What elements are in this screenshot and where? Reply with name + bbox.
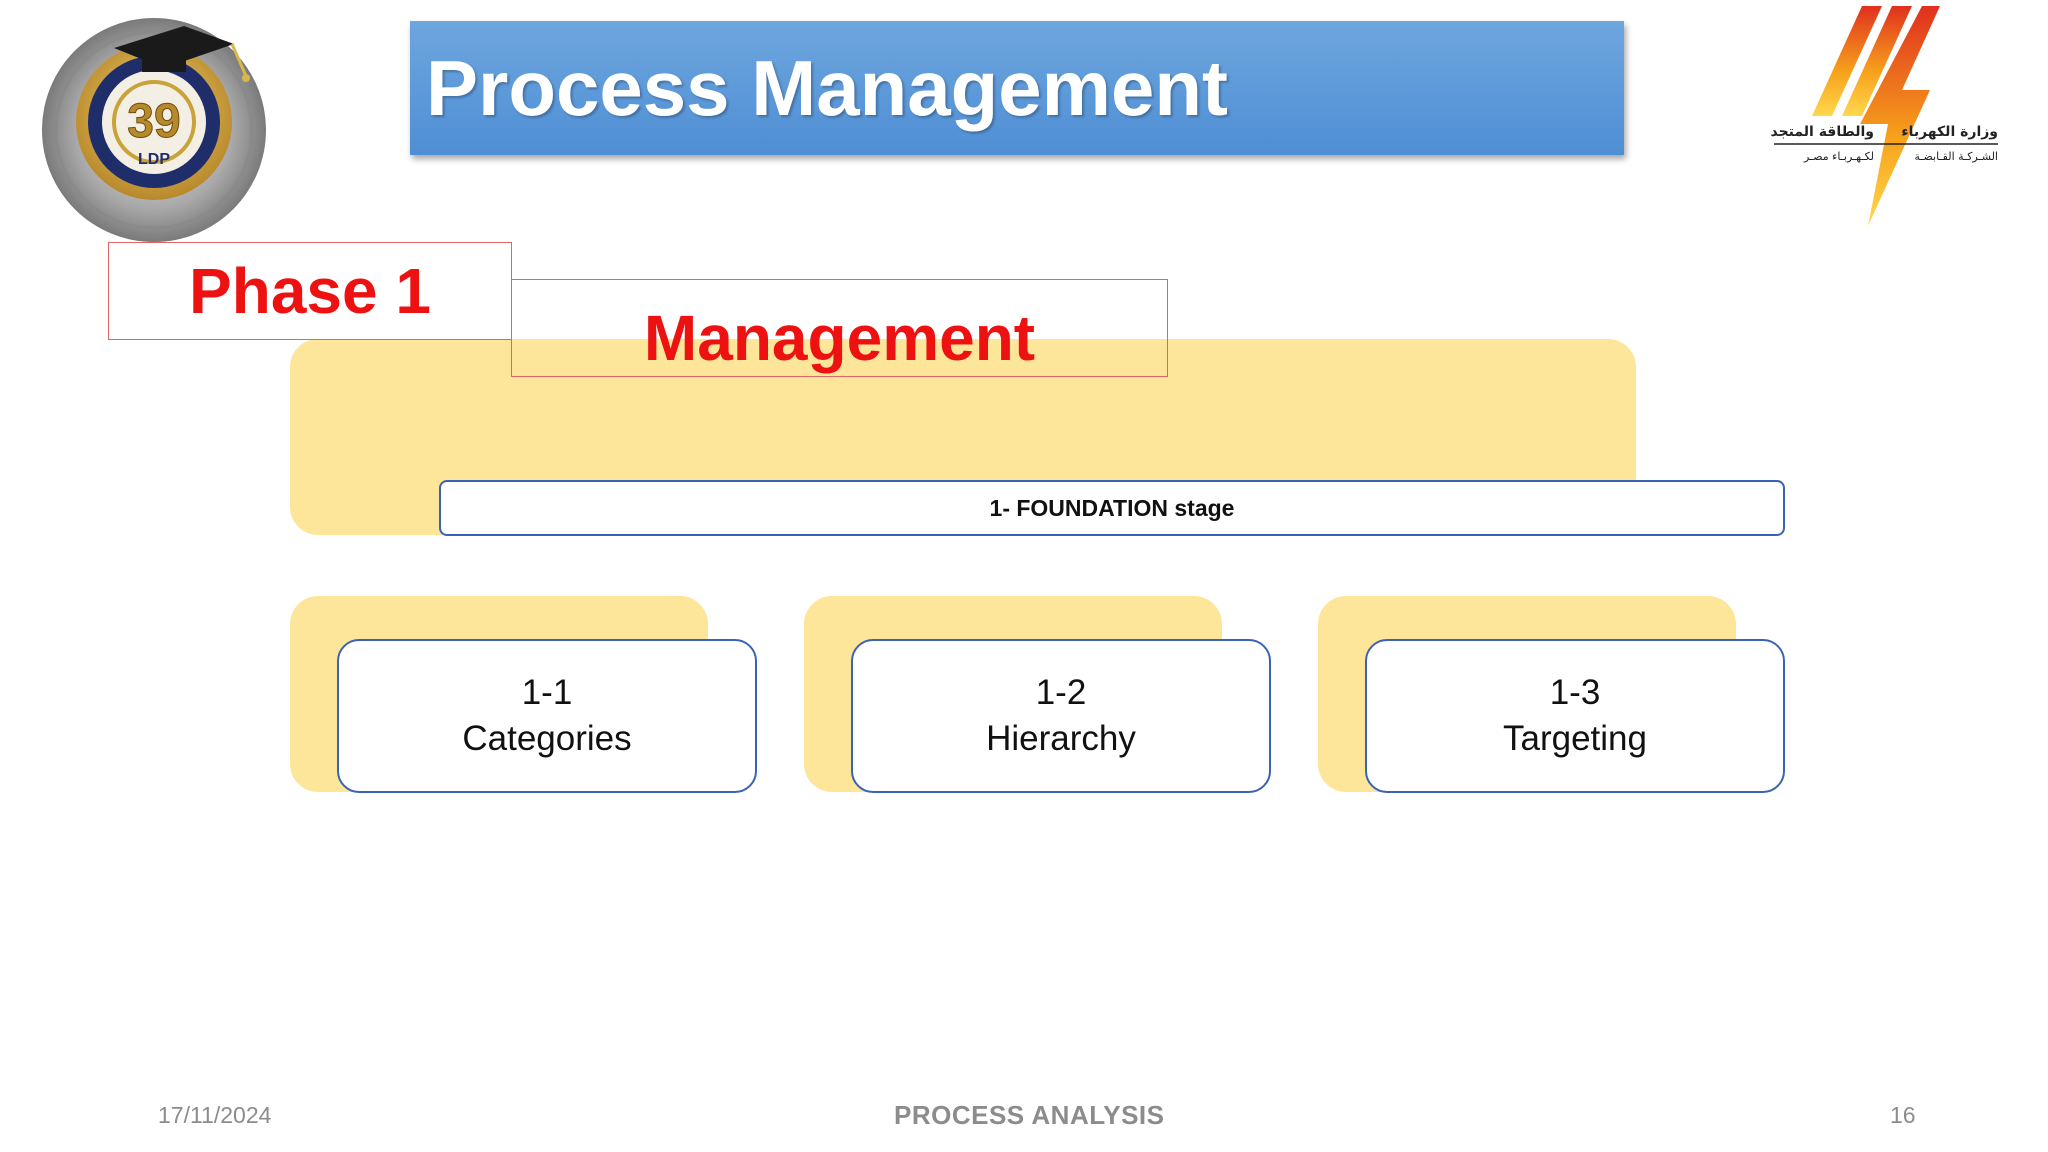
footer-date: 17/11/2024 [158,1102,272,1128]
management-label: Management [643,302,1036,374]
ldp-emblem-icon: 39 LDP [42,18,266,242]
svg-text:وزارة الكهرباء: وزارة الكهرباء [1901,124,1998,140]
card-targeting: 1-3 Targeting [1365,639,1785,793]
card-categories: 1-1 Categories [337,639,757,793]
phase-label-box: Phase 1 [108,242,512,340]
svg-text:لكـهـربـاء مصـر: لكـهـربـاء مصـر [1803,150,1874,163]
page-title: Process Management [426,43,1228,132]
svg-text:39: 39 [127,95,180,148]
footer-title: PROCESS ANALYSIS [894,1100,1165,1130]
card-label: Hierarchy [986,719,1136,758]
page-number: 16 [1890,1102,1916,1128]
card-number: 1-2 [1035,673,1087,712]
card-label: Categories [462,719,632,758]
foundation-stage-label: 1- FOUNDATION stage [989,494,1235,521]
card-label: Targeting [1503,719,1647,758]
title-banner: Process Management [410,21,1624,155]
svg-text:LDP: LDP [138,151,170,168]
card-number: 1-3 [1549,673,1601,712]
card-number: 1-1 [521,673,573,712]
svg-text:الشـركـة القـابضـة: الشـركـة القـابضـة [1914,150,1998,163]
foundation-stage-box: 1- FOUNDATION stage [439,480,1785,536]
management-label-box: Management [511,279,1168,377]
svg-text:والطاقة المتجددة: والطاقة المتجددة [1770,124,1874,140]
card-hierarchy: 1-2 Hierarchy [851,639,1271,793]
ministry-logo-icon: وزارة الكهرباء والطاقة المتجددة الشـركـة… [1770,6,1998,226]
phase-label: Phase 1 [189,255,431,327]
